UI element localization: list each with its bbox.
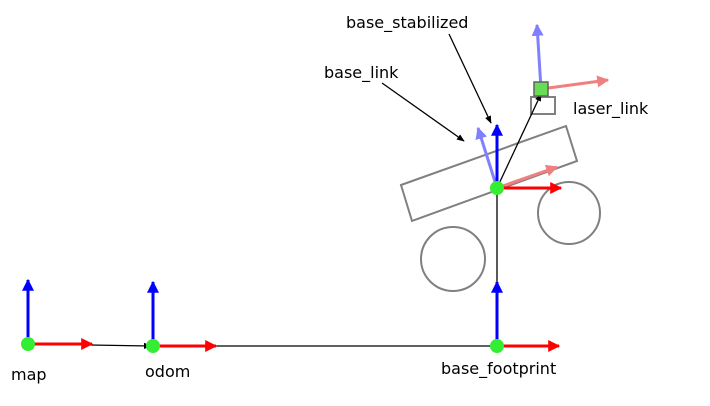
laser-sensor-box <box>530 96 556 115</box>
laser-link-frame <box>531 23 610 97</box>
laser-link-origin <box>533 81 549 97</box>
map-origin <box>21 337 35 351</box>
odom-label: odom <box>145 362 190 381</box>
base-stabilized-frame <box>490 123 563 195</box>
map-frame <box>21 278 94 351</box>
base-link-callout <box>381 82 465 142</box>
base-link-label: base_link <box>324 63 399 83</box>
odom-frame <box>146 280 218 353</box>
odom-origin <box>146 339 160 353</box>
frame-labels: map odom base_footprint base_stabilized … <box>11 13 649 384</box>
base-link-frame <box>475 126 559 190</box>
robot-chassis <box>399 124 579 223</box>
map-label: map <box>11 365 47 384</box>
frame-connectors <box>27 33 542 350</box>
laser-link-label: laser_link <box>573 99 649 119</box>
base-footprint-label: base_footprint <box>441 359 556 379</box>
connector-base-stabilized-laser-link <box>496 93 542 189</box>
laser-link-x-axis <box>540 75 610 91</box>
base-stabilized-origin <box>490 181 504 195</box>
base-link-x-axis <box>496 164 559 190</box>
base-footprint-origin <box>490 339 504 353</box>
base-stabilized-callout <box>448 33 492 124</box>
robot-rear-wheel <box>420 226 486 292</box>
laser-link-y-axis <box>531 23 544 90</box>
base-stabilized-label: base_stabilized <box>346 13 468 33</box>
robot-outline <box>399 96 601 292</box>
robot-front-wheel <box>537 181 601 245</box>
base-link-y-axis <box>475 126 499 189</box>
base-footprint-frame <box>490 280 561 353</box>
